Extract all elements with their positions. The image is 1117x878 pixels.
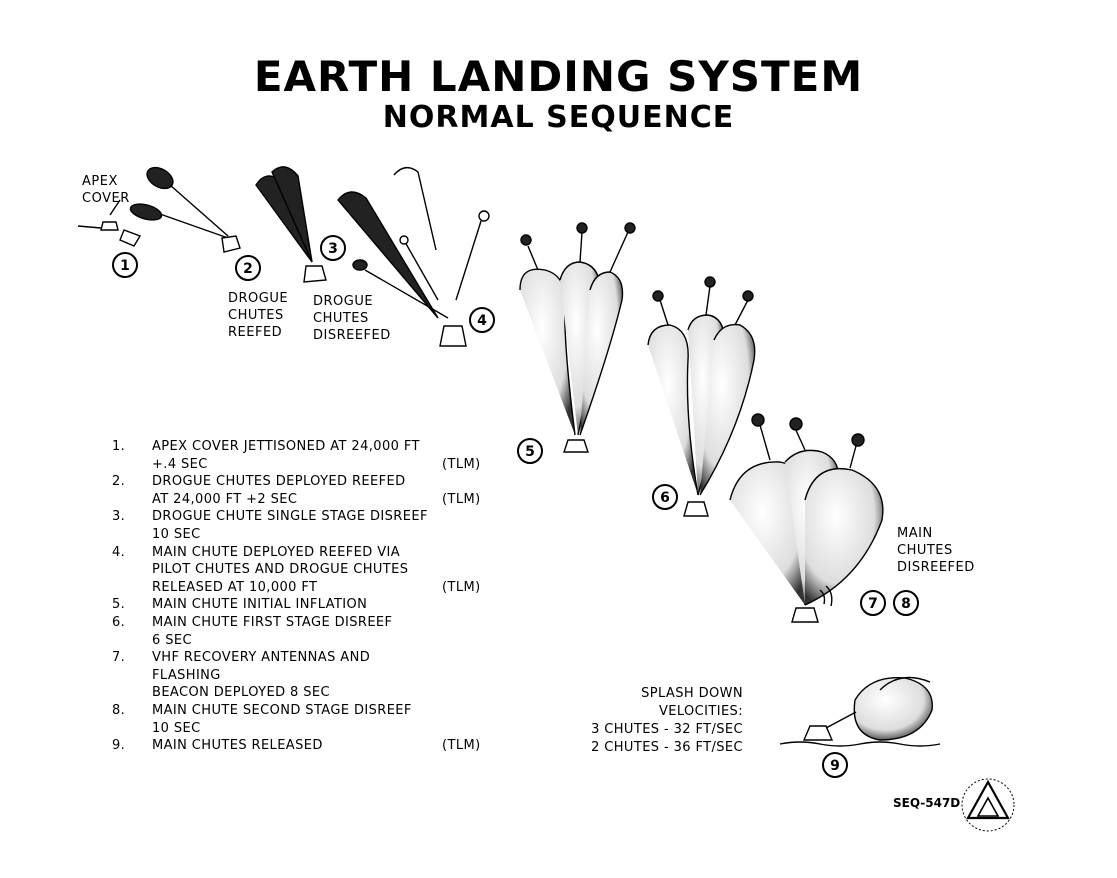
- step-text: +.4 SEC: [152, 456, 208, 472]
- step-text: 10 SEC: [152, 720, 201, 736]
- step-marker-7: 7: [860, 590, 886, 616]
- step-text: MAIN CHUTE DEPLOYED REEFED VIA: [152, 544, 401, 560]
- step-tlm: (TLM): [442, 491, 481, 507]
- step-number: 8.: [112, 702, 126, 718]
- svg-text:2: 2: [243, 261, 253, 277]
- step-text: RELEASED AT 10,000 FT: [152, 579, 318, 595]
- apollo-logistics-logo: [961, 778, 1015, 832]
- apex-cover-graphic: [77, 199, 142, 247]
- page-subtitle: NORMAL SEQUENCE: [382, 100, 735, 135]
- page-title: EARTH LANDING SYSTEM: [253, 52, 864, 101]
- step-tlm: [442, 526, 492, 544]
- drogue-disreefed-label: DROGUE CHUTES DISREEFED: [313, 294, 391, 343]
- step-number: 5.: [112, 597, 126, 613]
- step-item: 7. VHF RECOVERY ANTENNAS AND FLASHING BEAC…: [112, 649, 492, 702]
- drogue-chute-graphic: [129, 166, 241, 253]
- step-text: MAIN CHUTE FIRST STAGE DISREEF: [152, 614, 393, 630]
- step-tlm: [442, 649, 492, 684]
- svg-text:7: 7: [868, 596, 878, 612]
- step-tlm: [442, 544, 492, 562]
- step-marker-6: 6: [652, 484, 678, 510]
- step-text: 10 SEC: [152, 526, 201, 542]
- step-tlm: [442, 508, 492, 526]
- document-code: SEQ-547D: [893, 796, 961, 810]
- svg-text:3: 3: [328, 241, 338, 257]
- step-tlm: (TLM): [442, 579, 481, 595]
- step-text: DROGUE CHUTES DEPLOYED REEFED: [152, 474, 406, 490]
- step-tlm: [442, 596, 492, 614]
- step-tlm: [442, 632, 492, 650]
- splashdown-graphic: [779, 676, 941, 747]
- step-marker-2: 2: [235, 255, 261, 281]
- step-tlm: [442, 473, 492, 491]
- step-number: 6.: [112, 614, 126, 630]
- main-disreefed-label: MAIN CHUTES DISREEFED: [897, 526, 975, 575]
- step-text: MAIN CHUTES RELEASED: [152, 738, 323, 754]
- svg-text:6: 6: [660, 490, 670, 506]
- drogue-disreefed-graphic: [255, 166, 327, 283]
- step-tlm: [442, 561, 492, 579]
- svg-text:5: 5: [525, 444, 535, 460]
- step-text: MAIN CHUTE SECOND STAGE DISREEF: [152, 702, 412, 718]
- step-text: PILOT CHUTES AND DROGUE CHUTES: [152, 562, 409, 578]
- step-tlm: [442, 684, 492, 702]
- svg-text:1: 1: [120, 258, 130, 274]
- main-disreefed-graphic: [729, 413, 884, 623]
- svg-text:4: 4: [477, 313, 487, 329]
- step-tlm: (TLM): [442, 456, 481, 472]
- step-marker-8: 8: [893, 590, 919, 616]
- step-tlm: [442, 438, 492, 456]
- step-tlm: [442, 614, 492, 632]
- step-number: 1.: [112, 439, 126, 454]
- step-item: 1. APEX COVER JETTISONED AT 24,000 FT +.4 …: [112, 438, 492, 473]
- step-number: 9.: [112, 738, 126, 754]
- splash-heading: SPLASH DOWN VELOCITIES:: [641, 686, 743, 719]
- step-item: 9. MAIN CHUTES RELEASED (TLM): [112, 737, 492, 755]
- step-tlm: [442, 702, 492, 720]
- step-tlm: [442, 720, 492, 738]
- step-item: 8. MAIN CHUTE SECOND STAGE DISREEF 10 SEC: [112, 702, 492, 737]
- step-number: 2.: [112, 474, 126, 490]
- step-item: 4. MAIN CHUTE DEPLOYED REEFED VIA PILOT CH…: [112, 544, 492, 597]
- main-inflation-graphic: [519, 222, 636, 453]
- splash-two-chutes: 2 CHUTES - 36 FT/SEC: [591, 740, 743, 755]
- step-number: 3.: [112, 509, 126, 525]
- step-number: 4.: [112, 544, 126, 560]
- step-marker-9: 9: [822, 752, 848, 778]
- step-text: BEACON DEPLOYED 8 SEC: [152, 685, 330, 701]
- step-marker-5: 5: [517, 438, 543, 464]
- sequence-steps-list: 1. APEX COVER JETTISONED AT 24,000 FT +.4 …: [112, 438, 492, 755]
- step-number: 7.: [112, 650, 126, 666]
- main-first-disreef-graphic: [647, 276, 756, 517]
- step-text: APEX COVER JETTISONED AT 24,000 FT: [152, 439, 420, 454]
- step-item: 6. MAIN CHUTE FIRST STAGE DISREEF 6 SEC: [112, 614, 492, 649]
- main-deploy-graphic: [337, 167, 490, 347]
- step-marker-3: 3: [320, 235, 346, 261]
- step-marker-1: 1: [112, 252, 138, 278]
- step-item: 5. MAIN CHUTE INITIAL INFLATION: [112, 596, 492, 614]
- splash-three-chutes: 3 CHUTES - 32 FT/SEC: [591, 722, 743, 737]
- splash-velocities: SPLASH DOWN VELOCITIES: 3 CHUTES - 32 FT…: [555, 685, 743, 757]
- svg-text:8: 8: [901, 596, 911, 612]
- step-text: AT 24,000 FT +2 SEC: [152, 491, 298, 507]
- step-text: MAIN CHUTE INITIAL INFLATION: [152, 597, 368, 613]
- step-text: 6 SEC: [152, 632, 192, 648]
- step-text: VHF RECOVERY ANTENNAS AND FLASHING: [152, 650, 371, 683]
- step-text: DROGUE CHUTE SINGLE STAGE DISREEF: [152, 509, 428, 525]
- drogue-reefed-label: DROGUE CHUTES REEFED: [228, 291, 289, 340]
- svg-text:9: 9: [830, 758, 840, 774]
- step-marker-4: 4: [469, 307, 495, 333]
- step-tlm: (TLM): [442, 738, 481, 754]
- apex-cover-label: APEX COVER: [82, 174, 130, 206]
